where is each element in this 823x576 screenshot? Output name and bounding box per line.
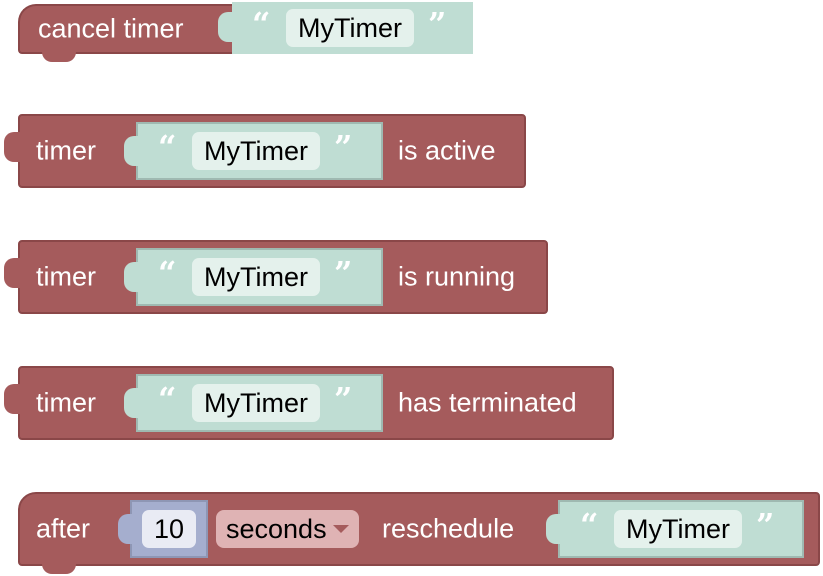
- after-label: after: [36, 513, 91, 544]
- socket-plug: [546, 514, 562, 544]
- timer-label: timer: [36, 135, 96, 166]
- close-quote-icon: ”: [334, 380, 353, 419]
- cancel-timer-block[interactable]: cancel timer: [18, 4, 234, 62]
- close-quote-icon: ”: [334, 128, 353, 167]
- is-active-label: is active: [398, 135, 496, 166]
- timer-name-field[interactable]: MyTimer: [192, 258, 320, 296]
- output-tab: [4, 258, 22, 288]
- timer-is-running-block[interactable]: timer “ MyTimer ” is running: [4, 240, 548, 314]
- reschedule-label: reschedule: [382, 513, 515, 544]
- open-quote-icon: “: [158, 380, 177, 419]
- close-quote-icon: ”: [428, 5, 447, 44]
- socket-plug: [124, 388, 140, 418]
- open-quote-icon: “: [158, 128, 177, 167]
- timer-name-field[interactable]: MyTimer: [192, 384, 320, 422]
- socket-plug: [124, 262, 140, 292]
- unit-dropdown-value: seconds: [226, 514, 327, 544]
- next-connection-notch: [42, 52, 76, 62]
- after-reschedule-block[interactable]: after 10 seconds reschedule “ MyTimer ”: [18, 492, 820, 574]
- timer-label: timer: [36, 261, 96, 292]
- open-quote-icon: “: [580, 506, 599, 545]
- timer-name-field[interactable]: MyTimer: [192, 132, 320, 170]
- timer-name-socket[interactable]: “ MyTimer ”: [124, 122, 383, 180]
- amount-socket[interactable]: 10: [118, 500, 208, 558]
- has-terminated-label: has terminated: [398, 387, 577, 418]
- amount-field[interactable]: 10: [142, 510, 197, 548]
- unit-dropdown[interactable]: seconds: [216, 510, 359, 548]
- triangle-down-icon: [332, 524, 349, 533]
- output-tab: [4, 132, 22, 162]
- open-quote-icon: “: [252, 5, 271, 44]
- reschedule-timer-name-socket[interactable]: “ MyTimer ”: [546, 500, 804, 558]
- timer-name-socket[interactable]: “ MyTimer ”: [124, 248, 383, 306]
- close-quote-icon: ”: [756, 506, 775, 545]
- timer-is-active-block[interactable]: timer “ MyTimer ” is active: [4, 114, 526, 188]
- timer-name-socket[interactable]: “ MyTimer ”: [124, 374, 383, 432]
- cancel-timer-name-socket[interactable]: “ MyTimer ”: [218, 2, 473, 54]
- close-quote-icon: ”: [334, 254, 353, 293]
- open-quote-icon: “: [158, 254, 177, 293]
- next-connection-notch: [42, 564, 76, 574]
- timer-has-terminated-block[interactable]: timer “ MyTimer ” has terminated: [4, 366, 614, 440]
- cancel-timer-label: cancel timer: [38, 13, 184, 44]
- socket-plug: [124, 136, 140, 166]
- output-tab: [4, 384, 22, 414]
- socket-plug: [218, 12, 234, 42]
- cancel-timer-name-field[interactable]: MyTimer: [286, 9, 414, 47]
- is-running-label: is running: [398, 261, 516, 292]
- reschedule-timer-name-field[interactable]: MyTimer: [614, 510, 742, 548]
- timer-label: timer: [36, 387, 96, 418]
- socket-plug: [118, 514, 134, 544]
